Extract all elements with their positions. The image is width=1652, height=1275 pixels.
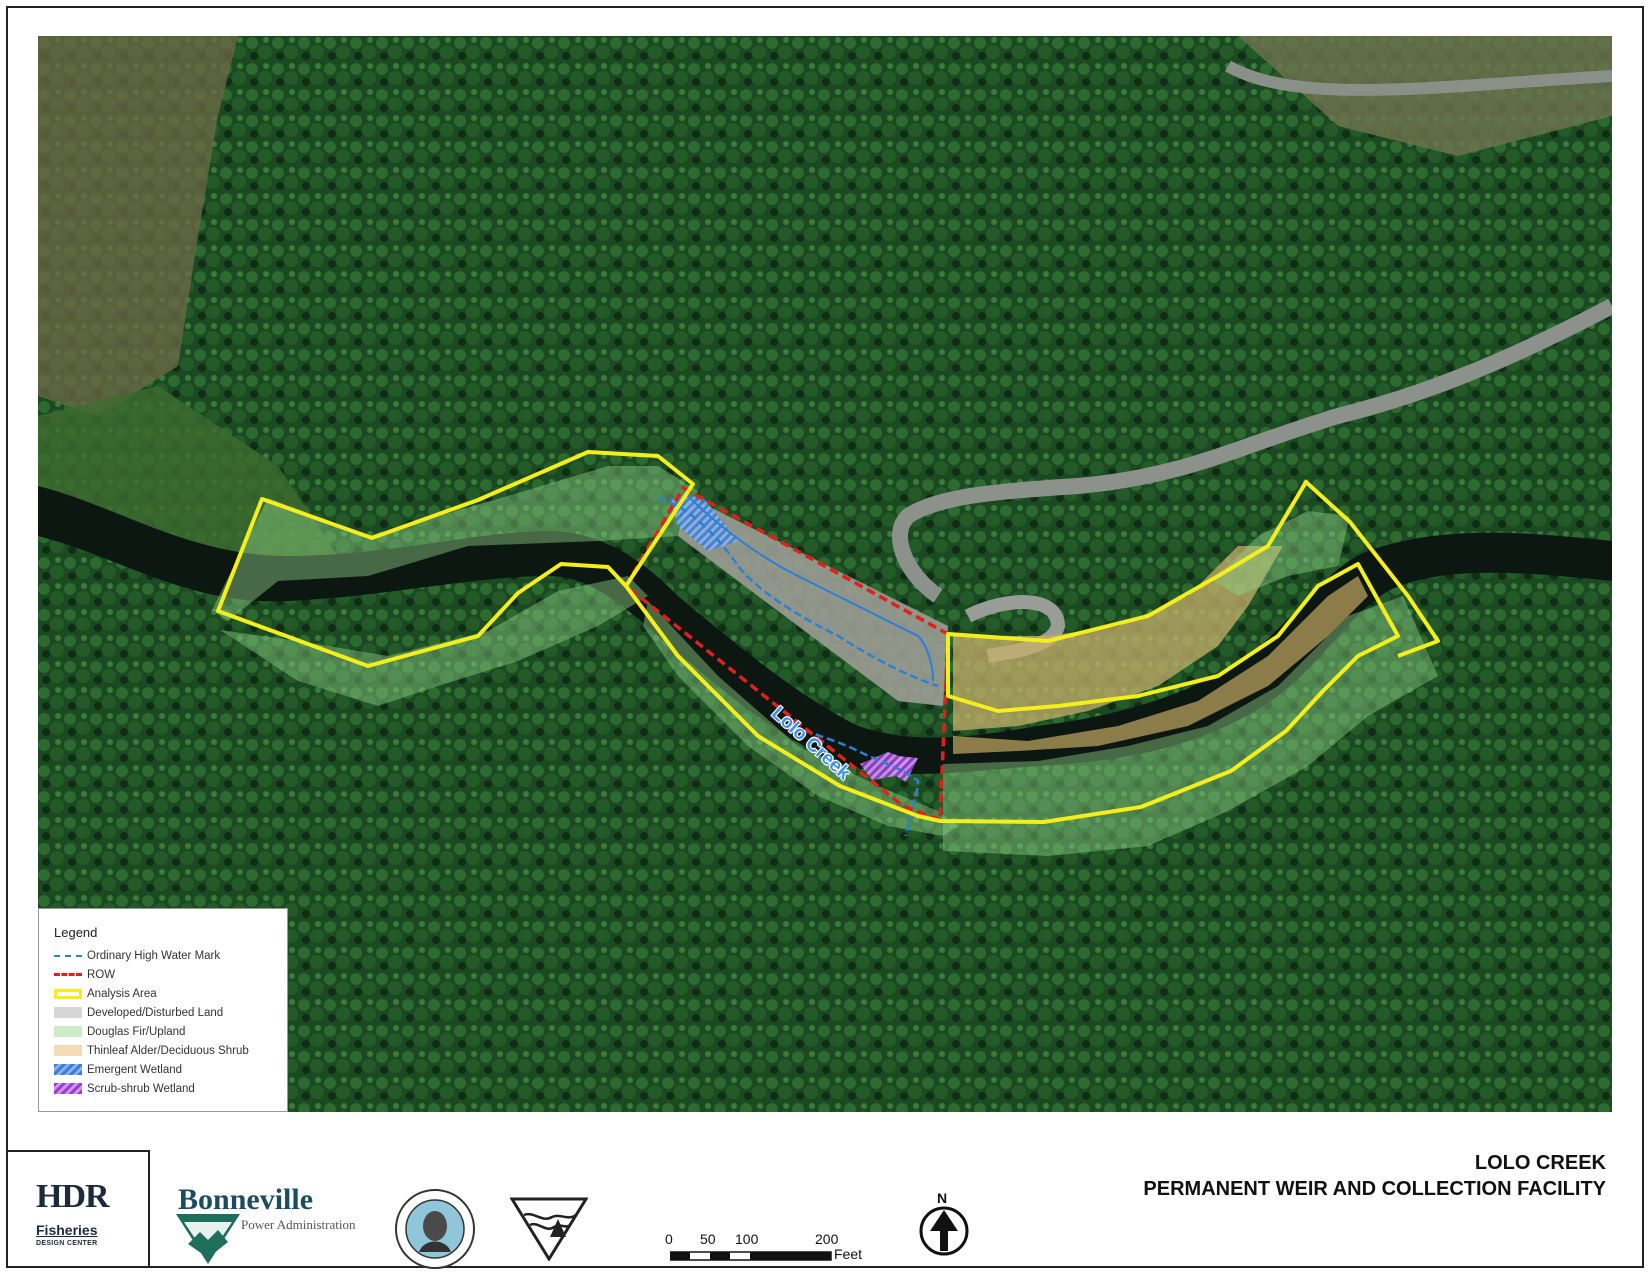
scrub-shrub-wetland-2 (860, 752, 910, 780)
high-water-mark-south (792, 724, 920, 837)
legend-item-label: Analysis Area (87, 987, 157, 1000)
hdr-logo-subtitle: Fisheries (36, 1222, 98, 1238)
dashed-line-icon (54, 954, 82, 957)
map-canvas (38, 36, 1612, 1112)
bpa-logo-text: Bonneville (178, 1183, 314, 1216)
upland-south-west (220, 576, 648, 706)
fill-swatch-icon (54, 1026, 82, 1037)
legend-item: Analysis Area (54, 984, 287, 1003)
legend-item-label: Douglas Fir/Upland (87, 1025, 186, 1038)
map-frame (6, 6, 1644, 1268)
hdr-logo: HDR Fisheries DESIGN CENTER (8, 1150, 150, 1268)
legend-item-label: Emergent Wetland (87, 1063, 183, 1076)
scale-bar (670, 1251, 832, 1261)
upland-north-east (1213, 511, 1350, 596)
clearing (38, 386, 338, 596)
deciduous-shrub-area (953, 546, 1283, 731)
analysis-area-west (216, 450, 695, 668)
scale-tick-label: 100 (735, 1231, 759, 1247)
bpa-mountain-icon (176, 1214, 240, 1264)
high-water-mark-north-2 (687, 495, 934, 682)
fill-swatch-icon (54, 1007, 82, 1018)
upland-south-east (943, 596, 1438, 856)
hatched-swatch-icon (54, 1064, 82, 1075)
legend-item: Emergent Wetland (54, 1060, 287, 1079)
scale-tick-label: 0 (665, 1231, 673, 1247)
upland-row-south (643, 601, 958, 836)
legend-item-label: ROW (87, 968, 116, 981)
legend-item-label: Scrub-shrub Wetland (87, 1082, 195, 1095)
legend-item: Scrub-shrub Wetland (54, 1079, 287, 1098)
bpa-logo-subtitle: Power Administration (241, 1217, 356, 1232)
map-legend: Legend Ordinary High Water Mark ROW Anal… (38, 908, 288, 1112)
legend-item-label: Ordinary High Water Mark (87, 949, 221, 962)
dashed-line-icon (54, 973, 82, 976)
scale-tick-label: 50 (700, 1231, 716, 1247)
legend-item-label: Thinleaf Alder/Deciduous Shrub (87, 1044, 249, 1057)
developed-land (678, 496, 948, 706)
open-hillside (38, 36, 238, 416)
north-arrow-icon (919, 1206, 969, 1256)
upland-north-west (212, 466, 698, 621)
legend-item: Thinleaf Alder/Deciduous Shrub (54, 1041, 287, 1060)
analysis-area-east (624, 480, 1440, 824)
map-title: LOLO CREEK (1474, 1152, 1606, 1174)
scale-unit-label: Feet (834, 1246, 863, 1262)
hdr-logo-text: HDR (36, 1178, 110, 1215)
access-road (891, 298, 1612, 603)
legend-item: Ordinary High Water Mark (54, 946, 287, 965)
hatched-swatch-icon (54, 1083, 82, 1094)
high-water-mark-north (657, 496, 939, 688)
title-block: LOLO CREEK PERMANENT WEIR AND COLLECTION… (1143, 1150, 1606, 1202)
legend-item: Douglas Fir/Upland (54, 1022, 287, 1041)
shrub-strip (953, 576, 1368, 754)
outline-swatch-icon (54, 988, 82, 999)
legend-title: Legend (54, 925, 98, 940)
scale-tick-label: 200 (815, 1231, 839, 1247)
fill-swatch-icon (54, 1045, 82, 1056)
aerial-map: Lolo Creek (38, 36, 1612, 1112)
map-subtitle: PERMANENT WEIR AND COLLECTION FACILITY (1143, 1178, 1606, 1200)
blm-logo-icon (510, 1197, 588, 1261)
road-north (1225, 60, 1612, 96)
legend-item: Developed/Disturbed Land (54, 1003, 287, 1022)
tribe-seal-icon (395, 1189, 475, 1269)
legend-item: ROW (54, 965, 287, 984)
emergent-wetland (670, 496, 738, 551)
open-hillside-ne (1238, 36, 1612, 156)
hdr-logo-subtitle-2: DESIGN CENTER (36, 1240, 98, 1247)
north-label: N (937, 1190, 948, 1206)
legend-item-label: Developed/Disturbed Land (87, 1006, 224, 1019)
